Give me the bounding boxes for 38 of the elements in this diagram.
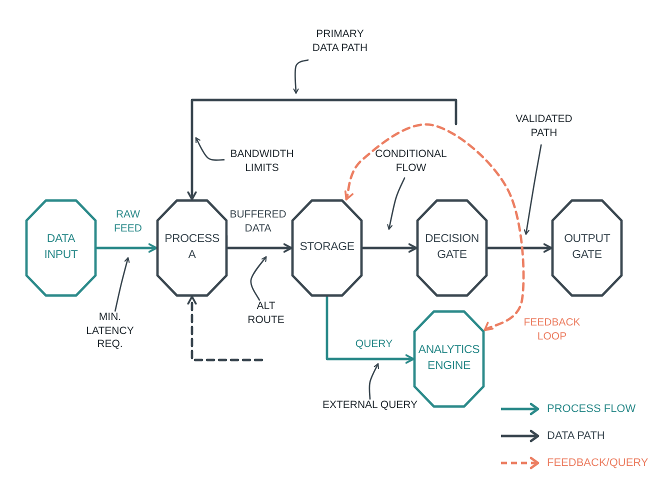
node-label: PROCESS A xyxy=(164,232,220,263)
legend-label: FEEDBACK/QUERY xyxy=(547,457,648,469)
leader-line xyxy=(387,177,406,230)
arrow xyxy=(362,243,418,253)
arrow xyxy=(486,243,552,253)
edge-label: BUFFERED DATA xyxy=(228,208,288,236)
legend-label: DATA PATH xyxy=(547,430,605,442)
node-label: DECISION GATE xyxy=(424,232,480,263)
arrow xyxy=(326,296,414,364)
leader-line xyxy=(195,137,225,161)
octagon-node xyxy=(551,199,623,297)
octagon-node xyxy=(291,199,363,297)
node-label: STORAGE xyxy=(298,240,356,256)
leader-line xyxy=(293,59,309,94)
arrow xyxy=(187,296,264,362)
arrow xyxy=(96,243,158,253)
arrow xyxy=(187,98,458,200)
legend-label: PROCESS FLOW xyxy=(547,403,636,415)
annotation-text: EXTERNAL QUERY xyxy=(318,399,422,413)
arrow xyxy=(344,123,525,332)
annotation-text: MIN. LATENCY REQ. xyxy=(78,311,142,352)
node-label: DATA INPUT xyxy=(43,232,79,263)
node-label: OUTPUT GATE xyxy=(563,232,612,263)
node-label: ANALYTICS ENGINE xyxy=(417,343,481,374)
arrow xyxy=(226,243,292,253)
leader-line xyxy=(524,144,542,235)
annotation-text: BANDWIDTH LIMITS xyxy=(224,148,300,176)
annotation-text: ALT ROUTE xyxy=(240,300,292,328)
annotation-text: CONDITIONAL FLOW xyxy=(372,148,450,176)
leader-line xyxy=(114,257,130,312)
leader-line xyxy=(250,256,267,301)
annotation-text: PRIMARY DATA PATH xyxy=(305,28,375,56)
annotation-text: VALIDATED PATH xyxy=(506,113,582,140)
octagon-node xyxy=(156,199,228,297)
octagon-node xyxy=(25,199,97,297)
leader-line xyxy=(368,363,379,400)
octagon-node xyxy=(416,199,488,297)
edge-label: QUERY xyxy=(353,338,395,352)
